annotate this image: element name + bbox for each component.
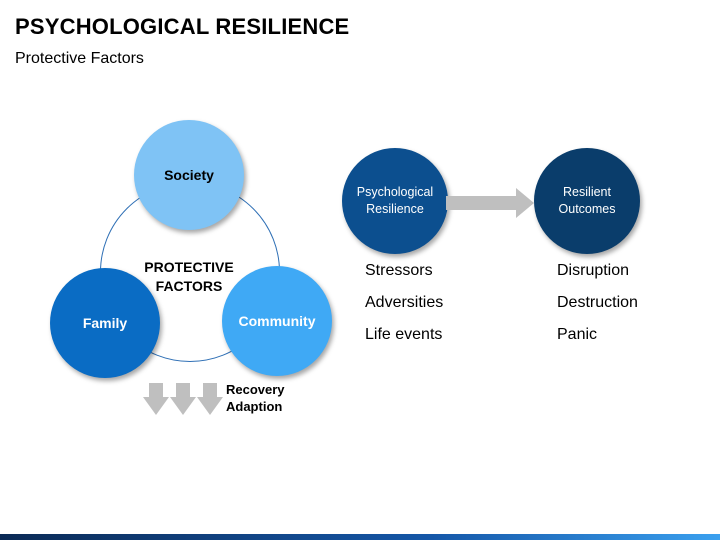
down-arrows-icon	[143, 383, 223, 415]
family-circle: Family	[50, 268, 160, 378]
list-item: Disruption	[557, 262, 630, 279]
community-circle: Community	[222, 266, 332, 376]
list-item: Destruction	[557, 294, 638, 311]
list-item: Life events	[365, 326, 443, 343]
protective-label-line1: PROTECTIVE	[144, 259, 234, 275]
list-item: Adversities	[365, 294, 444, 311]
protective-label-line2: FACTORS	[155, 278, 223, 294]
outcome-line1: Resilient	[563, 185, 611, 199]
psychological-resilience-circle: Psychological Resilience	[342, 148, 448, 254]
recovery-line1: Recovery	[226, 382, 285, 397]
outcome-line2: Outcomes	[558, 202, 616, 216]
family-label: Family	[82, 315, 128, 331]
list-item: Stressors	[365, 262, 433, 279]
down-arrow-2	[170, 383, 196, 415]
psych-line1: Psychological	[356, 185, 434, 199]
slide-subtitle: Protective Factors	[15, 50, 144, 67]
recovery-adaption-label: Recovery Adaption	[226, 381, 285, 415]
stressors-list: Stressors Adversities Life events	[365, 261, 443, 357]
right-arrow-icon	[446, 188, 534, 218]
society-circle: Society	[134, 120, 244, 230]
list-item: Panic	[557, 326, 598, 343]
psych-line2: Resilience	[366, 202, 424, 216]
outcomes-list: Disruption Destruction Panic	[557, 261, 638, 357]
society-label: Society	[164, 167, 214, 183]
resilient-outcomes-circle: Resilient Outcomes	[534, 148, 640, 254]
protective-factors-label: PROTECTIVE FACTORS	[134, 258, 244, 296]
recovery-line2: Adaption	[226, 399, 283, 414]
bottom-accent-bar	[0, 534, 720, 540]
slide-title: PSYCHOLOGICAL RESILIENCE	[15, 14, 350, 39]
down-arrow-1	[143, 383, 169, 415]
down-arrow-3	[197, 383, 223, 415]
community-label: Community	[238, 313, 316, 329]
